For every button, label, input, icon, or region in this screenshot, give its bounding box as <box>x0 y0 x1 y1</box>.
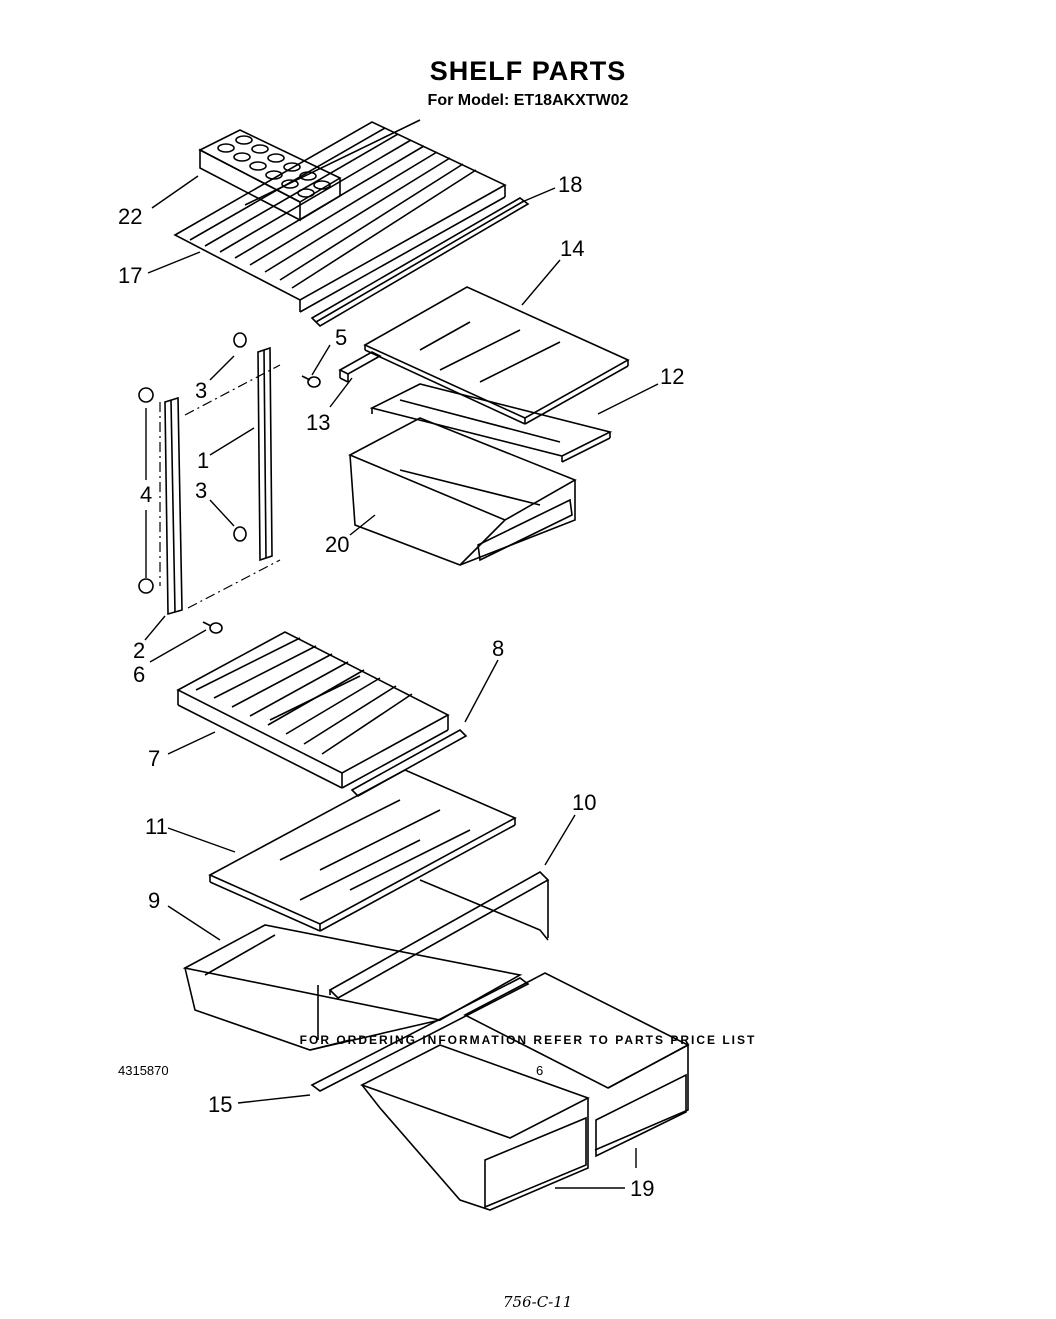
callout-4: 4 <box>140 482 152 507</box>
part-12-crisper-cover-frame <box>369 383 613 463</box>
callout-9: 9 <box>148 888 160 913</box>
part-8-shelf-trim <box>350 729 468 797</box>
callout-8: 8 <box>492 636 504 661</box>
ordering-information-note: FOR ORDERING INFORMATION REFER TO PARTS … <box>299 1033 757 1047</box>
page-title: SHELF PARTS <box>429 56 627 86</box>
callout-17: 17 <box>118 263 142 288</box>
part-4-ladder-cap <box>138 387 154 594</box>
part-13-shelf-bracket <box>338 351 382 383</box>
part-20-crisper-drawer <box>348 417 577 566</box>
part-3-ladder-cap <box>233 332 247 542</box>
callout-11: 11 <box>145 814 168 839</box>
part-17-freezer-wire-shelf <box>173 119 507 313</box>
callout-12: 12 <box>660 364 684 389</box>
part-10-crisper-frame <box>328 871 550 999</box>
callout-leaders <box>144 175 659 1189</box>
part-19-crisper-drawer <box>359 972 690 1211</box>
page-number: 6 <box>536 1063 544 1078</box>
callout-19: 19 <box>630 1176 654 1201</box>
part-18-shelf-trim <box>310 197 530 328</box>
part-1-shelf-ladder <box>257 346 273 562</box>
callout-3-upper: 3 <box>195 378 207 403</box>
callout-18: 18 <box>558 172 582 197</box>
callout-6: 6 <box>133 662 145 687</box>
callout-10: 10 <box>572 790 596 815</box>
callout-15: 15 <box>208 1092 232 1117</box>
callout-7: 7 <box>148 746 160 771</box>
model-subtitle: For Model: ET18AKXTW02 <box>427 92 629 109</box>
part-5-screw <box>301 375 321 388</box>
callout-1: 1 <box>197 448 209 473</box>
part-11-crisper-cover-glass <box>208 769 517 932</box>
part-6-screw <box>202 621 223 634</box>
callout-2: 2 <box>133 638 145 663</box>
part-9-crisper-pan-support <box>182 924 523 1051</box>
callout-22: 22 <box>118 204 142 229</box>
handwritten-note: 756-C-11 <box>503 1293 573 1311</box>
callout-20: 20 <box>325 532 349 557</box>
callout-5: 5 <box>335 325 347 350</box>
part-22-egg-tray <box>198 129 342 222</box>
part-2-shelf-ladder <box>164 396 183 616</box>
callout-14: 14 <box>560 236 584 261</box>
part-15-trim <box>310 977 530 1092</box>
document-number: 4315870 <box>118 1063 169 1078</box>
part-7-wire-shelf <box>176 631 450 789</box>
callout-13: 13 <box>306 410 330 435</box>
callout-3-lower: 3 <box>195 478 207 503</box>
